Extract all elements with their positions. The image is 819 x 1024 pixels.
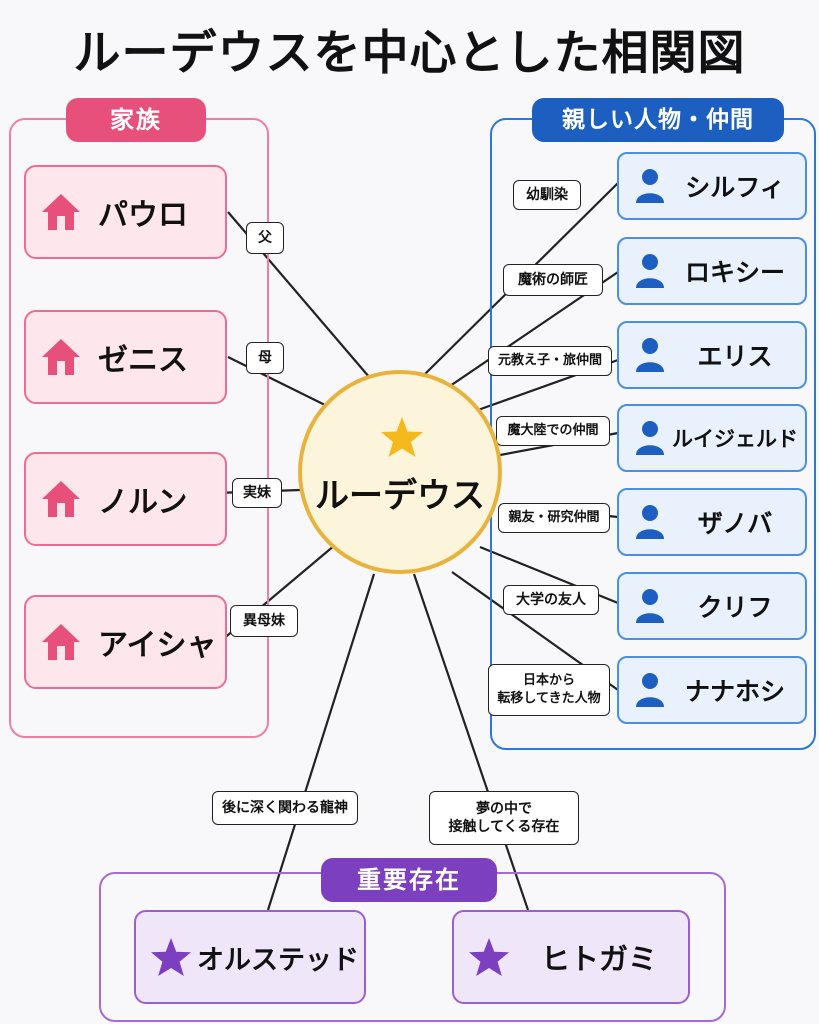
relation-label: 父 (246, 222, 284, 254)
friend-card-zanoba[interactable]: ザノバ (617, 488, 807, 556)
important-heading: 重要存在 (321, 858, 497, 902)
friend-name: シルフィ (685, 173, 785, 202)
line-orsted (266, 573, 376, 911)
relation-label-line1: 日本から (522, 673, 575, 688)
friend-name: ナナホシ (684, 677, 785, 706)
friend-name: ザノバ (697, 509, 773, 538)
relation-label: 親友・研究仲間 (498, 503, 610, 533)
relation-label: 日本から 転移してきた人物 (488, 664, 610, 716)
family-heading: 家族 (66, 98, 206, 142)
friend-card-sylphy[interactable]: シルフィ (617, 152, 807, 220)
important-card-orsted[interactable]: オルステッド (134, 910, 366, 1004)
friend-name: ロキシー (684, 258, 785, 287)
star-icon (151, 937, 191, 977)
relation-label: 母 (246, 342, 284, 374)
person-icon (636, 505, 664, 539)
person-icon (636, 169, 664, 203)
relation-label: 実妹 (232, 478, 282, 508)
family-card-aisha[interactable]: アイシャ (24, 595, 227, 689)
relation-label: 元教え子・旅仲間 (488, 346, 612, 376)
friend-name: エリス (697, 342, 773, 371)
person-icon (636, 338, 664, 372)
relation-label: 魔大陸での仲間 (496, 416, 610, 446)
family-name: ノルン (98, 485, 188, 520)
important-card-hitogami[interactable]: ヒトガミ (452, 910, 690, 1004)
family-name: パウロ (98, 198, 188, 233)
line-zenith (227, 356, 326, 406)
house-icon (42, 481, 80, 517)
friend-card-eris[interactable]: エリス (617, 321, 807, 389)
friend-card-nanahoshi[interactable]: ナナホシ (617, 656, 807, 724)
relation-label-line2: 接触してくる存在 (448, 819, 560, 835)
family-card-zenith[interactable]: ゼニス (24, 310, 227, 404)
person-icon (636, 421, 664, 455)
relation-label: 魔術の師匠 (503, 264, 603, 296)
family-name: ゼニス (98, 343, 188, 378)
relation-label-line1: 夢の中で (476, 801, 532, 817)
person-icon (636, 589, 664, 623)
house-icon (42, 194, 80, 230)
star-icon (469, 937, 509, 977)
friend-name: ルイジェルド (672, 427, 798, 451)
relation-label: 大学の友人 (503, 585, 599, 615)
relation-label-line2: 転移してきた人物 (497, 691, 601, 706)
family-name: アイシャ (98, 628, 217, 663)
star-icon (381, 417, 423, 457)
important-name: オルステッド (197, 944, 359, 976)
important-name: ヒトガミ (540, 942, 657, 976)
friend-card-ruijerd[interactable]: ルイジェルド (617, 404, 807, 472)
relation-label: 異母妹 (230, 605, 298, 637)
friend-card-cliff[interactable]: クリフ (617, 572, 807, 640)
family-card-norn[interactable]: ノルン (24, 452, 227, 546)
center-node[interactable]: ルーデウス (298, 370, 502, 574)
relation-label: 夢の中で 接触してくる存在 (429, 791, 579, 845)
house-icon (42, 339, 80, 375)
friend-name: クリフ (697, 593, 773, 622)
family-card-pauro[interactable]: パウロ (24, 165, 227, 259)
relation-label: 後に深く関わる龍神 (212, 791, 358, 825)
person-icon (636, 254, 664, 288)
friend-card-roxy[interactable]: ロキシー (617, 237, 807, 305)
center-name: ルーデウス (315, 476, 485, 516)
person-icon (636, 673, 664, 707)
page-title: ルーデウスを中心とした相関図 (73, 26, 746, 81)
relation-label: 幼馴染 (513, 180, 581, 210)
house-icon (42, 624, 80, 660)
friends-heading: 親しい人物・仲間 (532, 98, 784, 142)
line-hitogami (412, 573, 530, 911)
